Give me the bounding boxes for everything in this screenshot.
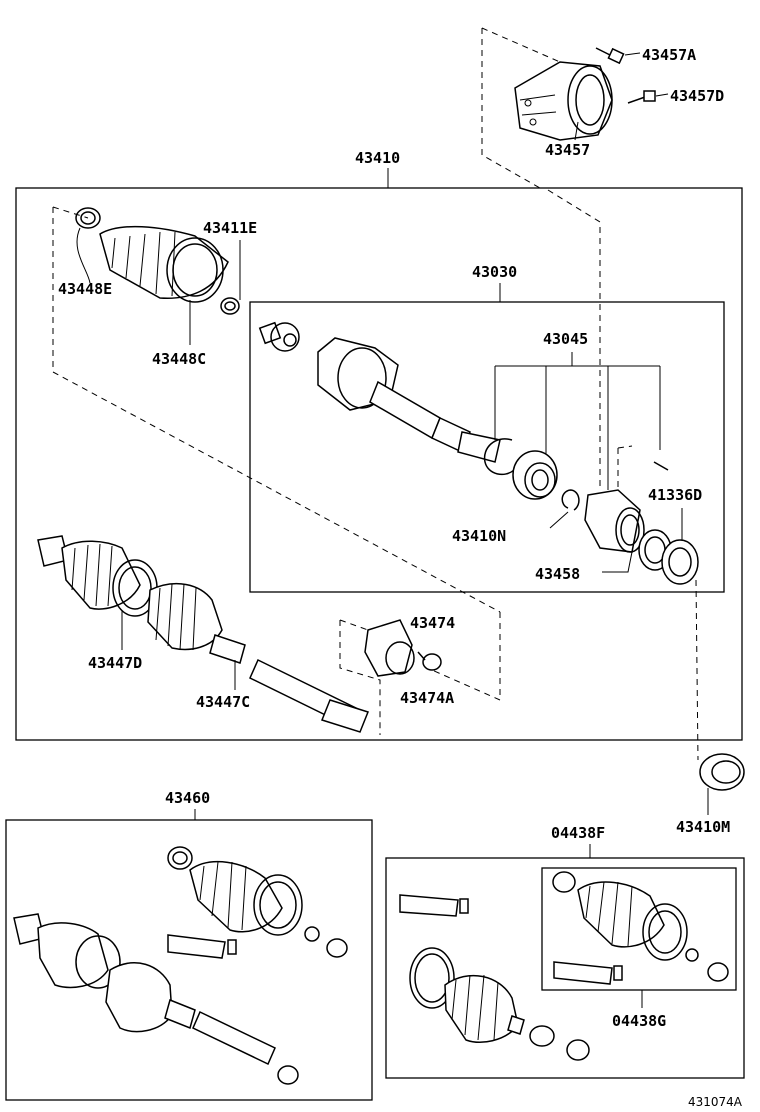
- bearing-43410M[interactable]: [699, 753, 745, 791]
- label-43448C: 43448C: [152, 350, 206, 368]
- label-43448E: 43448E: [58, 280, 112, 298]
- label-43457A: 43457A: [642, 46, 696, 64]
- label-43410: 43410: [355, 149, 400, 167]
- label-43458: 43458: [535, 565, 580, 583]
- assembly-box-43460: [5, 819, 373, 1101]
- boot-kit-04438G[interactable]: [552, 871, 729, 985]
- label-43460: 43460: [165, 789, 210, 807]
- label-43447D: 43447D: [88, 654, 142, 672]
- outer-joint-shaft[interactable]: [37, 535, 369, 733]
- label-43447C: 43447C: [196, 693, 250, 711]
- boot-kit-43448E[interactable]: [75, 207, 240, 315]
- label-43457D: 43457D: [670, 87, 724, 105]
- boot-43474[interactable]: [364, 619, 415, 677]
- snap-ring-43410N[interactable]: [561, 489, 580, 511]
- label-43474A: 43474A: [400, 689, 454, 707]
- bolt-43457A[interactable]: [595, 47, 625, 65]
- label-43030: 43030: [472, 263, 517, 281]
- label-41336D: 41336D: [648, 486, 702, 504]
- figure-id: 431074A: [688, 1095, 743, 1109]
- assembly-box-43410: [15, 187, 743, 741]
- boot-kit-43460[interactable]: [167, 846, 348, 959]
- bearing-43045[interactable]: [512, 450, 558, 500]
- label-43411E: 43411E: [203, 219, 257, 237]
- label-43474: 43474: [410, 614, 455, 632]
- assembly-box-04438G: [541, 867, 737, 991]
- seal-41336D[interactable]: [638, 529, 699, 585]
- label-43410N: 43410N: [452, 527, 506, 545]
- inner-joint-43030[interactable]: [258, 321, 501, 463]
- label-43457: 43457: [545, 141, 590, 159]
- clamp-43474A[interactable]: [417, 651, 442, 671]
- assembly-box-43030: [249, 301, 725, 593]
- assembly-box-04438F: [385, 857, 745, 1079]
- bolt-43457D[interactable]: [627, 90, 656, 104]
- clip-43045[interactable]: [653, 461, 669, 471]
- label-04438F: 04438F: [551, 824, 605, 842]
- bearing-bracket-43457[interactable]: [514, 61, 613, 141]
- dust-cover-43458[interactable]: [584, 489, 645, 553]
- label-04438G: 04438G: [612, 1012, 666, 1030]
- boot-kit-04438F[interactable]: [399, 894, 590, 1061]
- snap-ring-43045[interactable]: [483, 438, 515, 476]
- label-43410M: 43410M: [676, 818, 730, 836]
- shaft-43460[interactable]: [13, 913, 299, 1085]
- label-43045: 43045: [543, 330, 588, 348]
